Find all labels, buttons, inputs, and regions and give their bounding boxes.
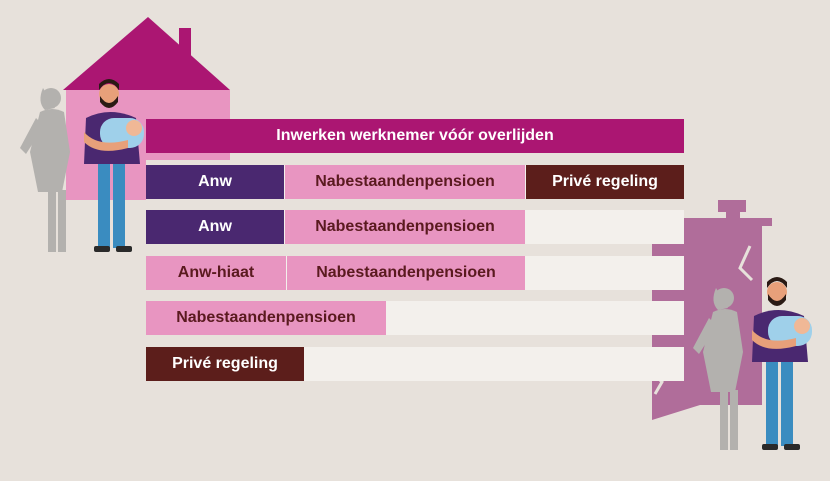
header-bar: Inwerken werknemer vóór overlijden [146, 119, 684, 153]
segment-nabestaandenpensioen: Nabestaandenpensioen [285, 165, 525, 199]
father-with-baby-icon [752, 277, 812, 450]
segment-anw: Anw [146, 210, 284, 244]
segment-label: Nabestaandenpensioen [315, 173, 495, 190]
segment-label: Anw-hiaat [177, 264, 255, 281]
segment-anw-hiaat: Anw-hiaat [146, 256, 286, 290]
father-with-baby-icon [84, 79, 144, 252]
segment-nabestaandenpensioen: Nabestaandenpensioen [146, 301, 386, 335]
segment-nabestaandenpensioen: Nabestaandenpensioen [285, 210, 525, 244]
segment-label: Nabestaandenpensioen [176, 309, 356, 326]
segment-label: Nabestaandenpensioen [315, 218, 495, 235]
header-label: Inwerken werknemer vóór overlijden [276, 127, 554, 144]
segment-prive-regeling: Privé regeling [526, 165, 684, 199]
segment-label: Anw [198, 218, 232, 235]
segment-label: Anw [198, 173, 232, 190]
segment-anw: Anw [146, 165, 284, 199]
segment-prive-regeling: Privé regeling [146, 347, 304, 381]
segment-label: Privé regeling [172, 355, 278, 372]
segment-nabestaandenpensioen: Nabestaandenpensioen [287, 256, 525, 290]
segment-label: Nabestaandenpensioen [316, 264, 496, 281]
segment-label: Privé regeling [552, 173, 658, 190]
woman-silhouette-icon [693, 288, 743, 450]
woman-silhouette-icon [20, 88, 70, 252]
